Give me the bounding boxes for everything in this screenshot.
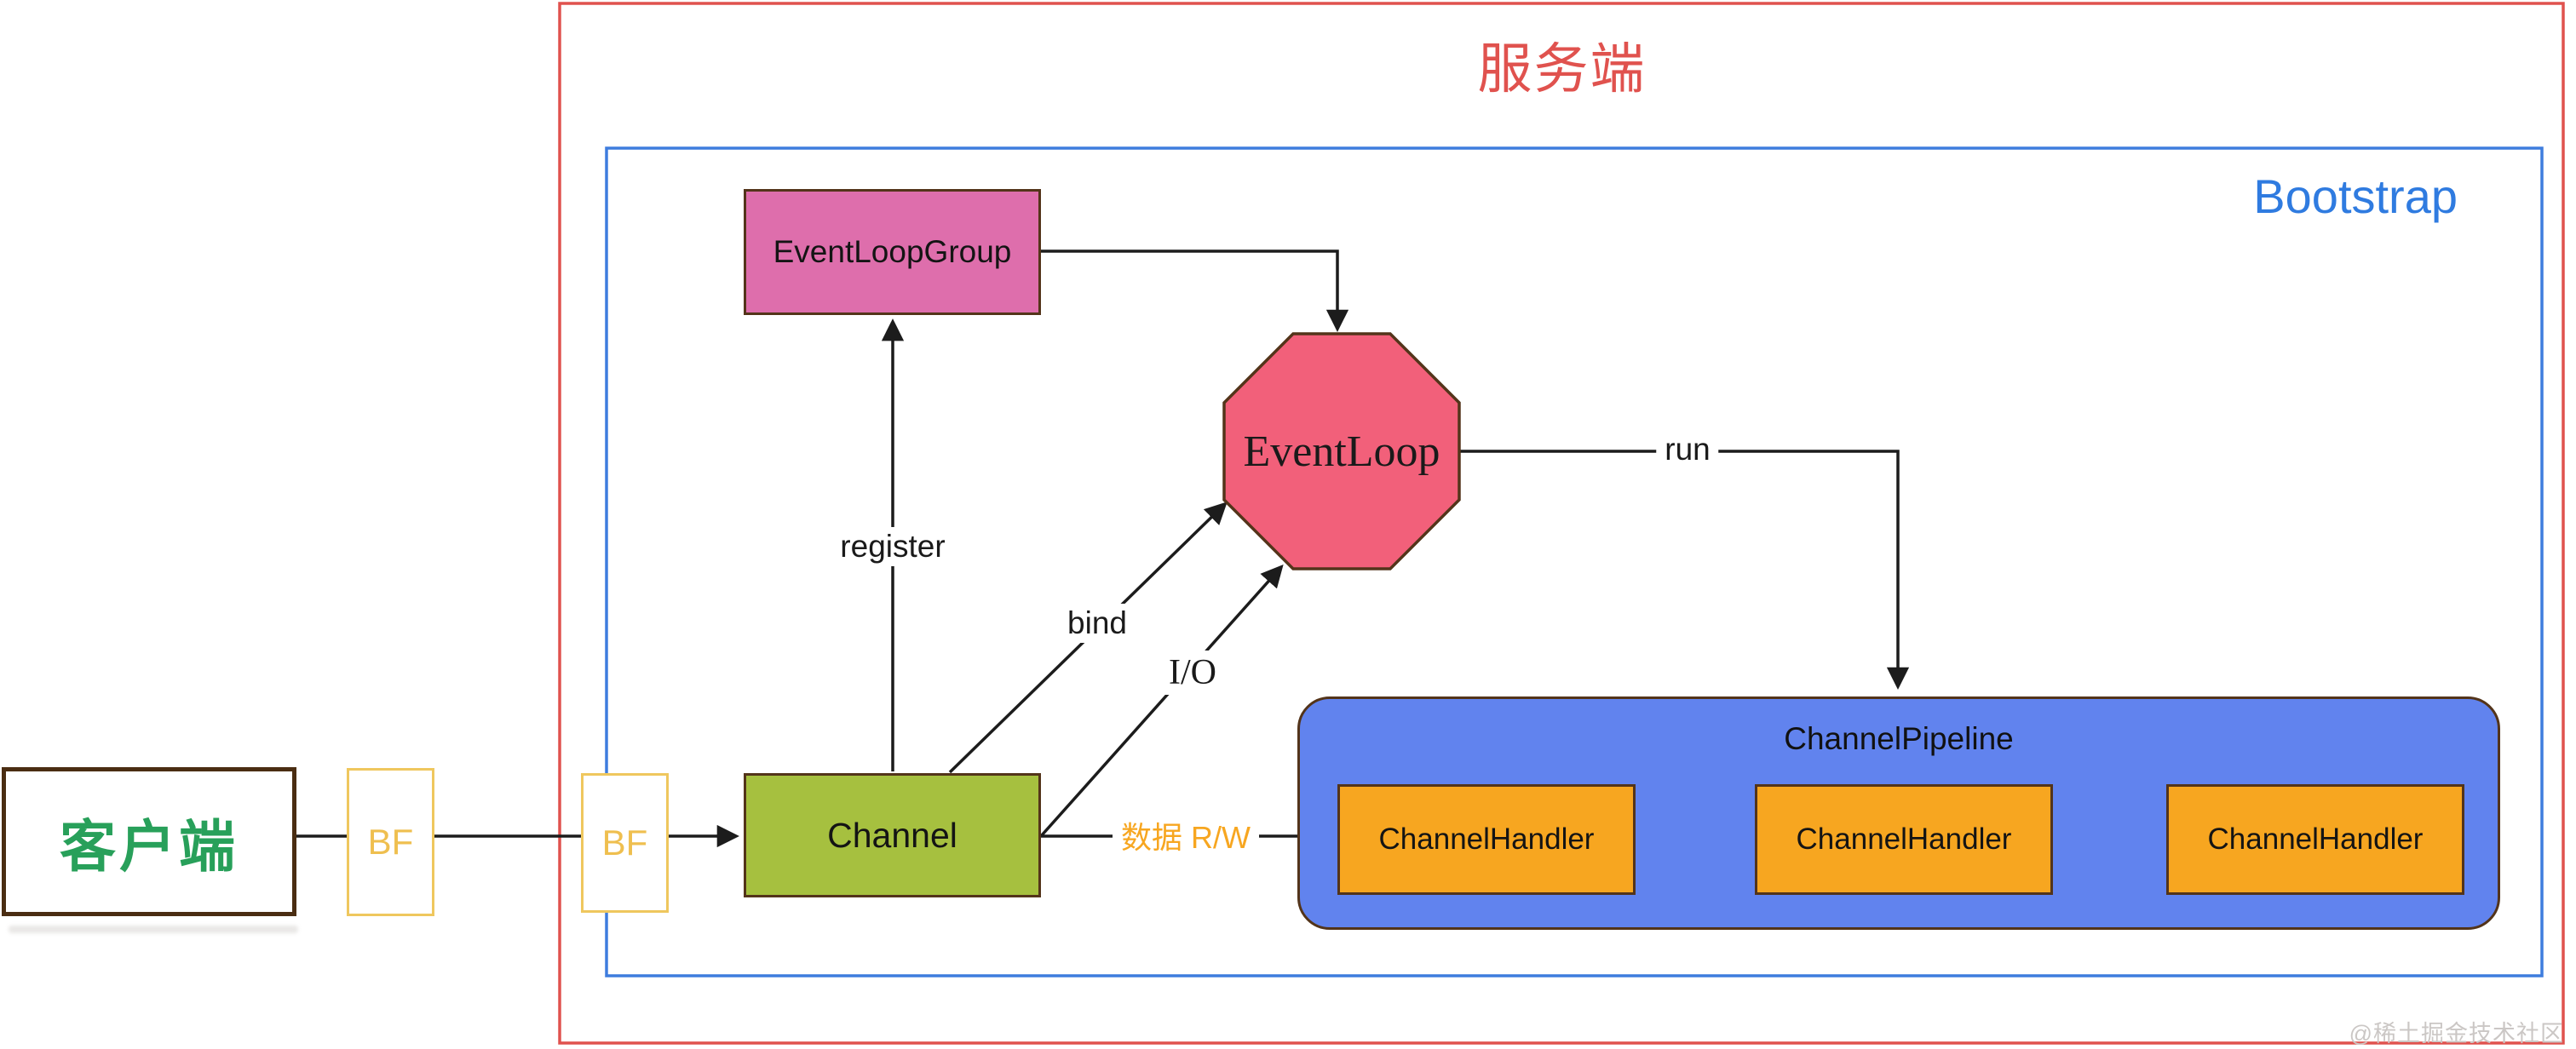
buffer-1-label: BF bbox=[367, 822, 414, 862]
edge-run bbox=[1459, 450, 1910, 690]
channelhandler-1-label: ChannelHandler bbox=[1378, 823, 1595, 856]
edge-label-bind: bind bbox=[1059, 604, 1136, 643]
client-box-shadow bbox=[9, 926, 298, 933]
node-channelhandler-3: ChannelHandler bbox=[2166, 784, 2464, 895]
node-channel-label: Channel bbox=[827, 815, 957, 855]
eventloop-text: EventLoop bbox=[1243, 427, 1440, 476]
node-channel: Channel bbox=[744, 773, 1041, 897]
edge-label-register: register bbox=[831, 527, 954, 566]
channelhandler-2-label: ChannelHandler bbox=[1796, 823, 2012, 856]
channelpipeline-title: ChannelPipeline bbox=[1784, 721, 2014, 756]
edge-label-io: I/O bbox=[1160, 651, 1225, 695]
bootstrap-group-title: Bootstrap bbox=[2253, 169, 2458, 223]
server-group-title: 服务端 bbox=[1477, 38, 1647, 100]
node-client: 客户端 bbox=[2, 767, 296, 916]
node-channelhandler-2: ChannelHandler bbox=[1755, 784, 2053, 895]
edge-label-data-rw: 数据 R/W bbox=[1113, 811, 1259, 859]
edge-label-run: run bbox=[1656, 430, 1719, 469]
watermark: @稀土掘金技术社区 bbox=[2349, 1021, 2564, 1046]
channelhandler-3-label: ChannelHandler bbox=[2207, 823, 2424, 856]
node-buffer-2: BF bbox=[581, 773, 669, 913]
edge-io bbox=[1039, 565, 1284, 838]
bootstrap-group-frame bbox=[605, 146, 2544, 977]
node-buffer-1: BF bbox=[347, 768, 434, 916]
buffer-2-label: BF bbox=[601, 823, 648, 863]
eventloop-octagon bbox=[1222, 332, 1461, 570]
node-channelhandler-1: ChannelHandler bbox=[1337, 784, 1636, 895]
node-eventloopgroup: EventLoopGroup bbox=[744, 189, 1041, 315]
node-eventloop-label: EventLoop bbox=[1224, 334, 1459, 569]
node-channelpipeline: ChannelPipeline ChannelHandler ChannelHa… bbox=[1297, 696, 2500, 930]
node-eventloopgroup-label: EventLoopGroup bbox=[773, 234, 1012, 269]
edge-eventloopgroup-to-eventloop bbox=[1041, 249, 1349, 332]
node-client-label: 客户端 bbox=[60, 814, 239, 878]
server-group-frame bbox=[558, 2, 2565, 1045]
